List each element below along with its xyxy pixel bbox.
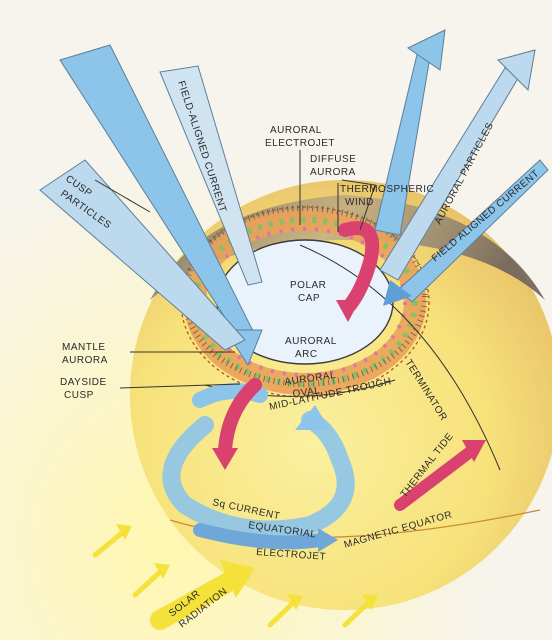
label-diffuse-aurora-2: AURORA [310, 167, 356, 178]
label-auroral-electrojet-1: AURORAL [270, 125, 322, 136]
label-mantle-aurora-2: AURORA [62, 355, 108, 366]
label-dayside-cusp-1: DAYSIDE [60, 377, 107, 388]
label-polar-cap-1: POLAR [290, 280, 326, 291]
label-diffuse-aurora-1: DIFFUSE [310, 154, 356, 165]
label-auroral-electrojet-2: ELECTROJET [265, 138, 335, 149]
label-polar-cap-2: CAP [298, 293, 320, 304]
label-auroral-arc-2: ARC [295, 349, 318, 360]
label-dayside-cusp-2: CUSP [64, 390, 94, 401]
label-auroral-arc-1: AURORAL [285, 336, 337, 347]
label-thermospheric-wind-1: THERMOSPHERIC [340, 184, 434, 195]
label-mantle-aurora-1: MANTLE [62, 342, 106, 353]
label-thermospheric-wind-2: WIND [345, 197, 374, 208]
